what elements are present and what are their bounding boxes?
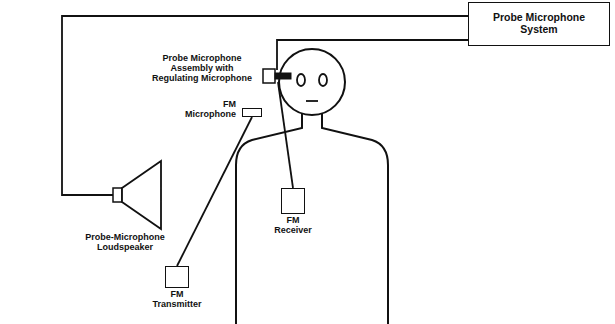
- fm-receiver: FM Receiver: [268, 188, 318, 240]
- regulating-microphone: [263, 69, 275, 83]
- speaker-horn: [122, 161, 161, 229]
- probe-tube: [275, 73, 291, 79]
- mouth: [306, 100, 318, 102]
- head-outline: [279, 49, 345, 115]
- wire: [62, 16, 468, 195]
- system-box: Probe Microphone System: [468, 2, 610, 46]
- probe-assembly: Probe Microphone Assembly with Regulatin…: [150, 54, 295, 94]
- wire: [278, 82, 293, 188]
- loudspeaker: Probe-Microphone Loudspeaker: [70, 160, 180, 260]
- device-label: Probe Microphone Assembly with Regulatin…: [150, 54, 254, 84]
- device-box: [281, 188, 305, 214]
- fm-transmitter: FM Transmitter: [140, 266, 214, 322]
- label-group: Probe Microphone Assembly with Regulatin…: [150, 54, 254, 84]
- probe-device: [262, 68, 292, 84]
- device-label: FM Transmitter: [148, 290, 206, 310]
- label-group: FM Transmitter: [148, 290, 206, 310]
- loudspeaker-symbol: [112, 160, 162, 230]
- eye: [297, 74, 305, 86]
- speaker-driver: [113, 188, 122, 202]
- shape-outline: [262, 68, 292, 84]
- wire: [277, 40, 468, 70]
- shape-outline: [112, 160, 162, 230]
- device-box: [242, 108, 262, 117]
- wire: [177, 117, 252, 266]
- label-group: FM Microphone: [180, 100, 236, 120]
- label-group: Probe-Microphone Loudspeaker: [70, 233, 180, 253]
- device-label: FM Receiver: [268, 216, 318, 236]
- eye: [319, 74, 327, 86]
- fm-microphone: FM Microphone: [180, 100, 264, 128]
- label-group: FM Receiver: [268, 216, 318, 236]
- torso-outline: [236, 114, 388, 324]
- device-label: Probe-Microphone Loudspeaker: [70, 233, 180, 253]
- device-box: [165, 266, 189, 288]
- box-label: Probe Microphone System: [475, 12, 603, 35]
- device-label: FM Microphone: [180, 100, 236, 120]
